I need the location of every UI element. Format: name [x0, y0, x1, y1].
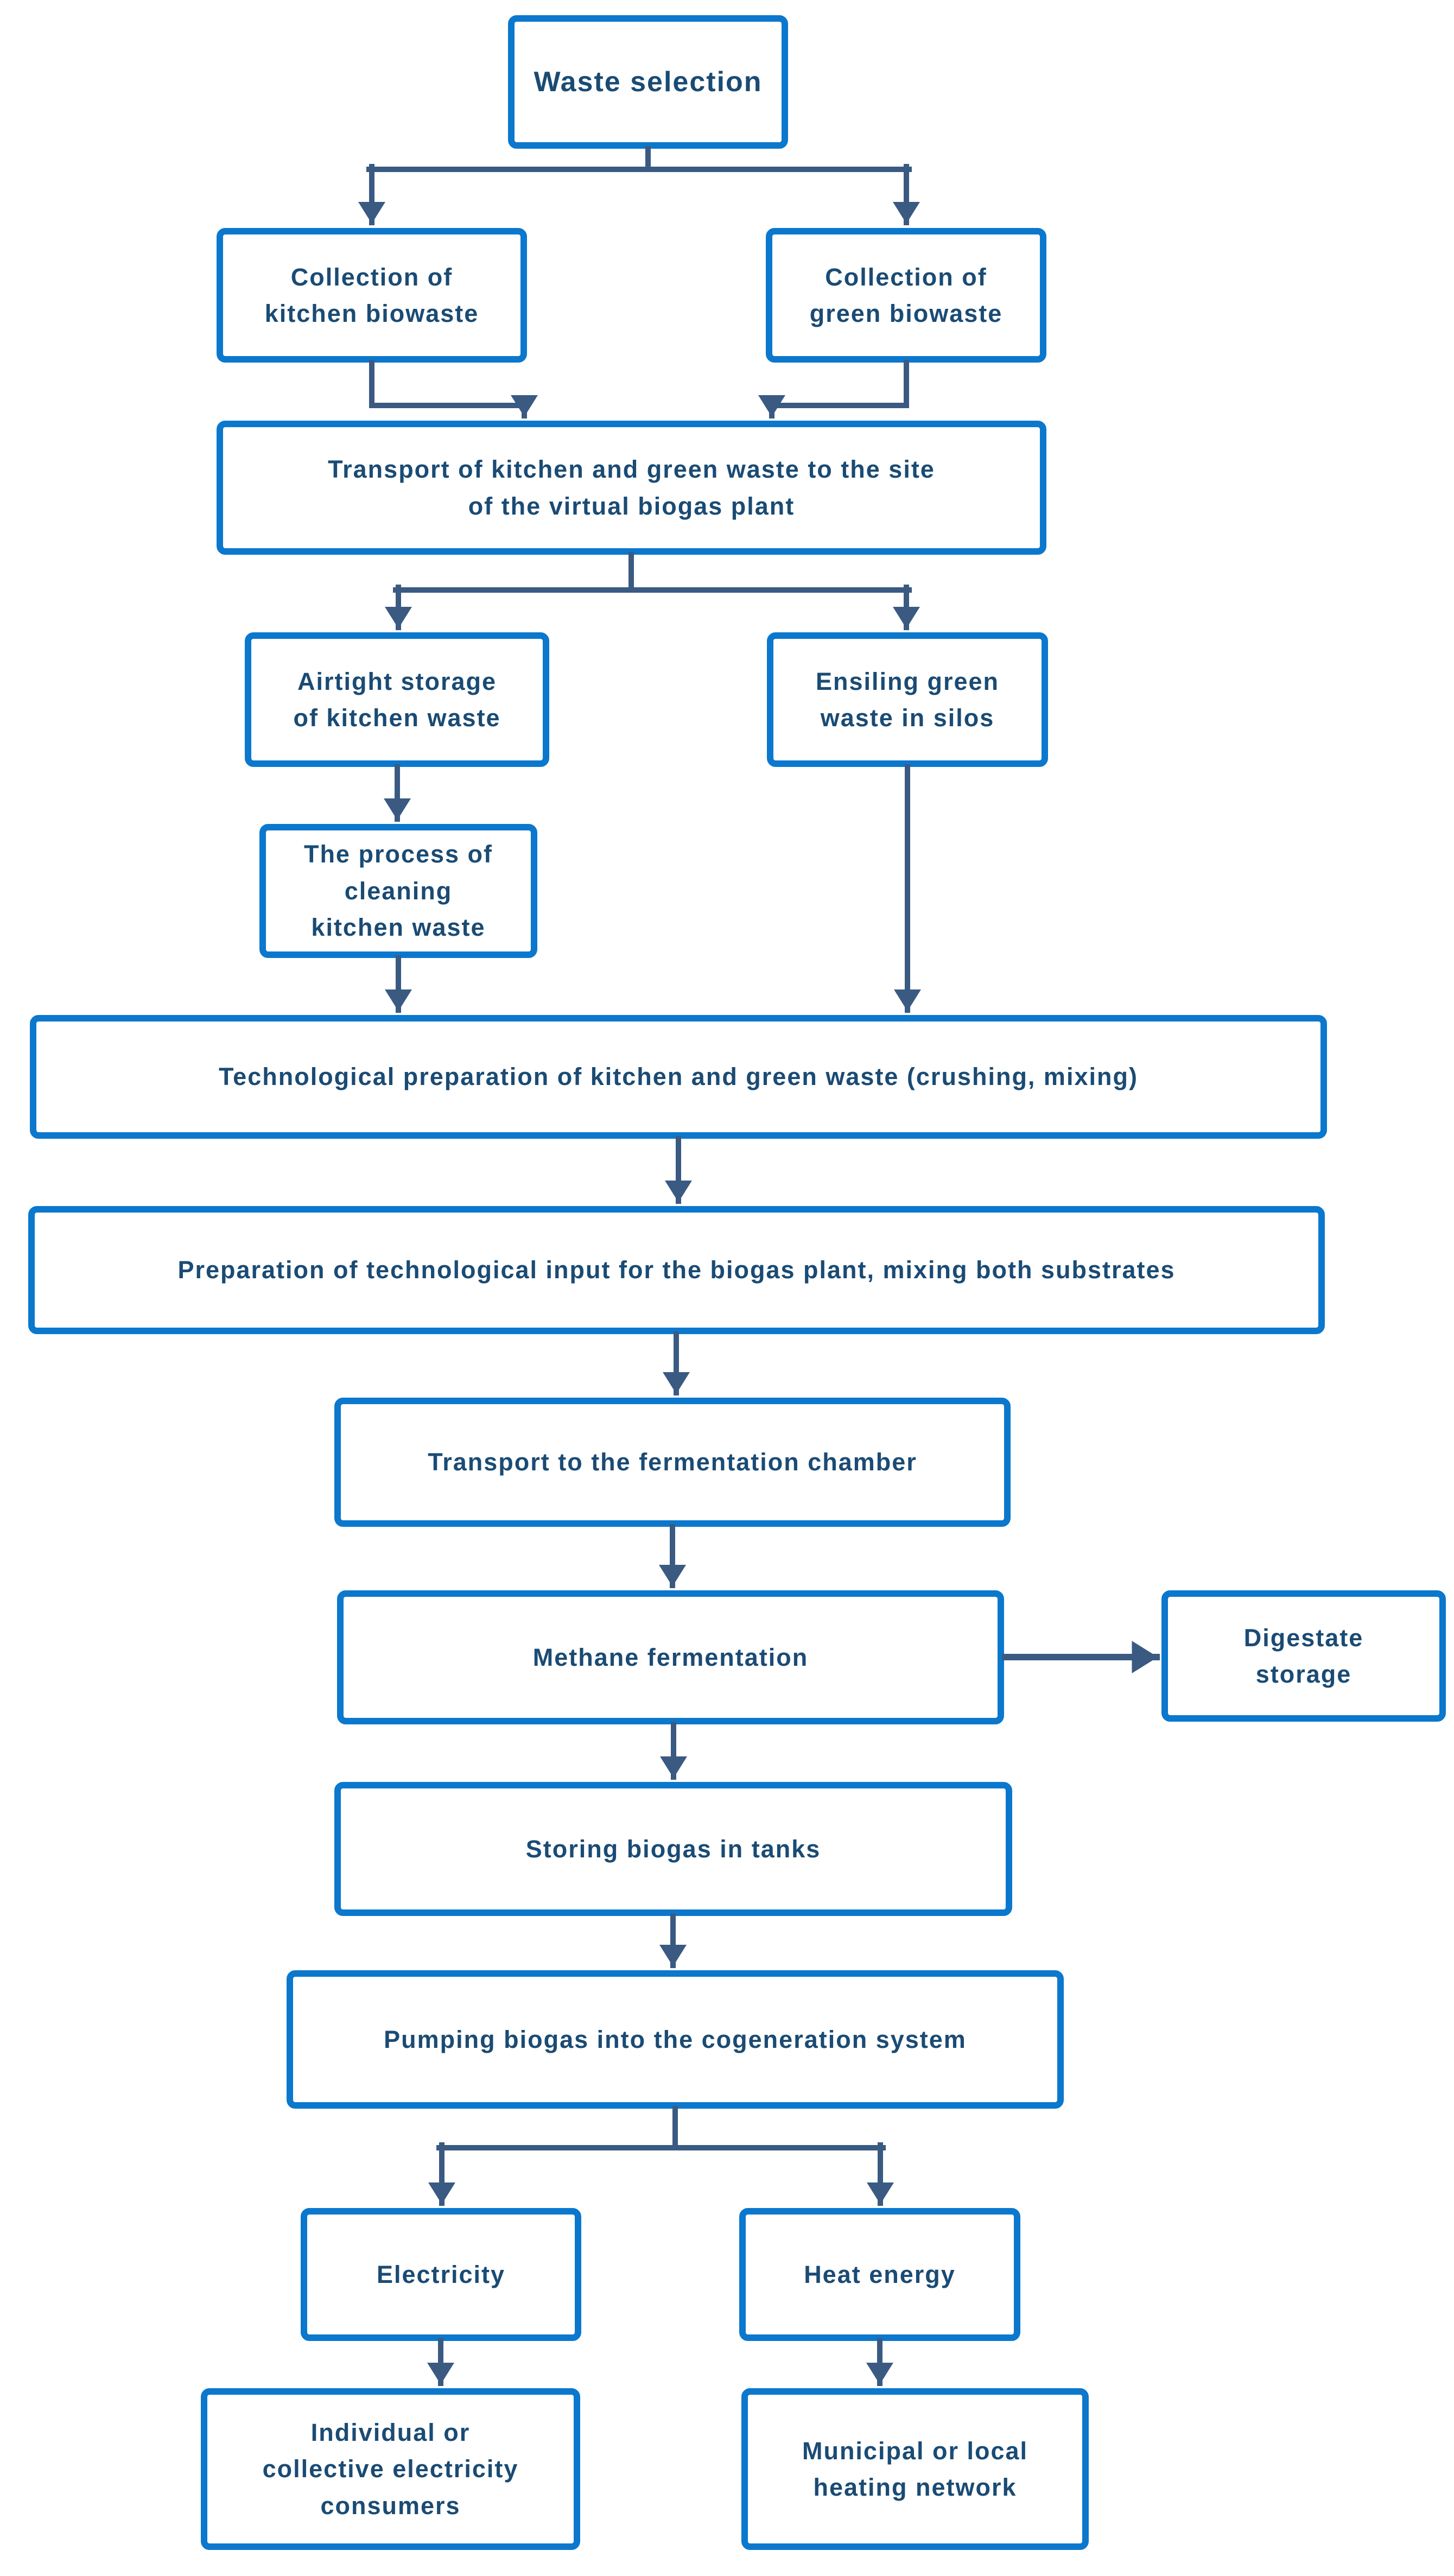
node-digestate-storage: Digestate storage [1161, 1590, 1446, 1722]
node-label: Transport of kitchen and green waste to … [328, 455, 935, 520]
node-transport-to-fermentation-chamber: Transport to the fermentation chamber [334, 1398, 1011, 1527]
node-label: Electricity [376, 2260, 506, 2288]
node-preparation-of-input: Preparation of technological input for t… [28, 1206, 1325, 1334]
node-cleaning-kitchen-waste: The process of cleaning kitchen waste [259, 824, 537, 958]
node-waste-selection: Waste selection [508, 15, 788, 149]
node-label: Collection of green biowaste [809, 263, 1003, 328]
node-label: Municipal or local heating network [802, 2437, 1028, 2502]
node-label: Heat energy [804, 2260, 956, 2288]
node-label: Collection of kitchen biowaste [264, 263, 479, 328]
node-airtight-storage: Airtight storage of kitchen waste [245, 632, 549, 767]
node-pumping-biogas-cogeneration: Pumping biogas into the cogeneration sys… [287, 1970, 1064, 2109]
node-electricity: Electricity [301, 2208, 581, 2341]
node-label: Digestate storage [1243, 1623, 1364, 1689]
node-heat-energy: Heat energy [739, 2208, 1020, 2341]
node-label: Methane fermentation [532, 1643, 809, 1671]
node-label: Airtight storage of kitchen waste [293, 667, 501, 732]
edge-kitchen-to-transport [369, 360, 538, 418]
node-label: Storing biogas in tanks [525, 1835, 821, 1863]
node-transport-to-site: Transport of kitchen and green waste to … [217, 421, 1046, 555]
node-methane-fermentation: Methane fermentation [337, 1590, 1004, 1724]
node-technological-preparation: Technological preparation of kitchen and… [30, 1015, 1327, 1139]
edge-green-to-transport [758, 360, 909, 418]
node-heating-network: Municipal or local heating network [741, 2388, 1089, 2550]
node-label: The process of cleaning kitchen waste [303, 840, 493, 942]
node-label: Individual or collective electricity con… [262, 2418, 519, 2520]
node-storing-biogas-in-tanks: Storing biogas in tanks [334, 1782, 1012, 1916]
node-label: Ensiling green waste in silos [815, 667, 1000, 732]
node-label: Technological preparation of kitchen and… [219, 1063, 1138, 1091]
node-collection-green-biowaste: Collection of green biowaste [766, 228, 1046, 363]
node-electricity-consumers: Individual or collective electricity con… [201, 2388, 580, 2550]
node-label: Preparation of technological input for t… [177, 1256, 1176, 1284]
node-label: Transport to the fermentation chamber [428, 1448, 917, 1476]
node-label: Pumping biogas into the cogeneration sys… [384, 2025, 967, 2053]
node-collection-kitchen-biowaste: Collection of kitchen biowaste [217, 228, 527, 363]
node-ensiling-green-waste: Ensiling green waste in silos [767, 632, 1048, 767]
node-label: Waste selection [534, 66, 763, 98]
